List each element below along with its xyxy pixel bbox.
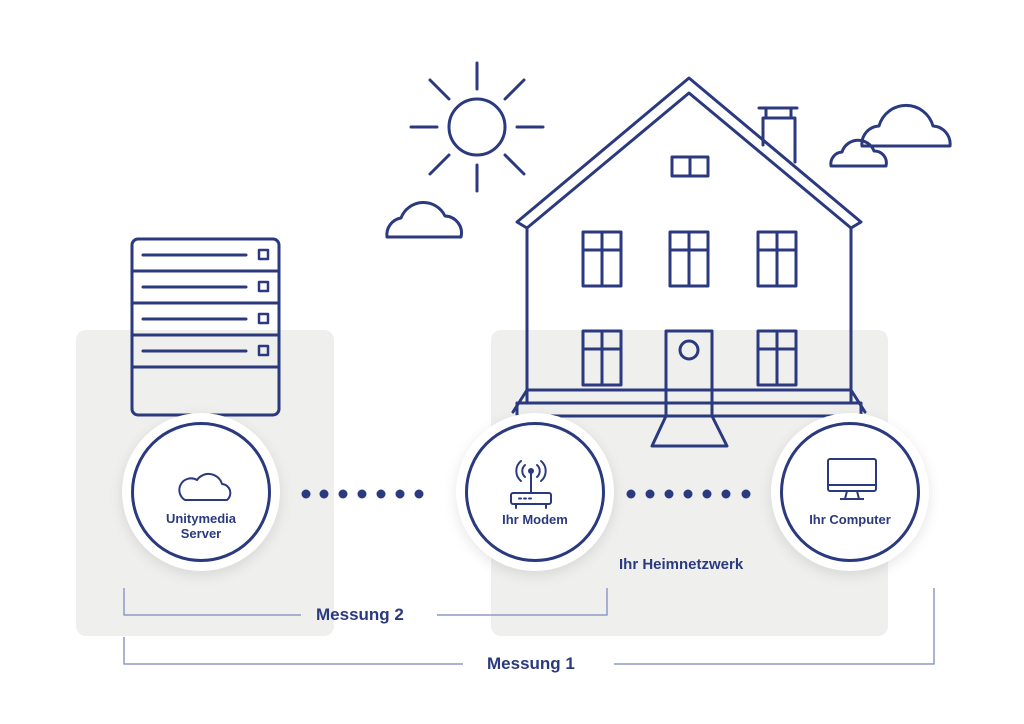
monitor-icon — [827, 458, 877, 500]
measure2-bracket-right — [437, 588, 608, 616]
modem-node: Ihr Modem — [465, 422, 605, 562]
server-node: Unitymedia Server — [131, 422, 271, 562]
server-rack-icon — [130, 237, 281, 417]
router-icon — [510, 460, 552, 509]
measurement-1-label: Messung 1 — [487, 654, 575, 673]
server-label-line1: Unitymedia — [165, 511, 237, 526]
modem-label: Ihr Modem — [502, 512, 568, 527]
sun-icon — [409, 61, 545, 193]
connection-dots — [301, 489, 751, 499]
cloud-icon — [860, 103, 952, 148]
server-label-line2: Server — [180, 526, 222, 541]
home-network-label: Ihr Heimnetzwerk — [619, 556, 744, 573]
computer-node: Ihr Computer — [780, 422, 920, 562]
measure1-bracket-left — [123, 637, 463, 665]
measurement-brackets — [123, 588, 935, 665]
house-icon — [511, 76, 867, 448]
cloud-icon — [829, 138, 888, 168]
cloud-icon — [385, 201, 463, 239]
measurement-2-label: Messung 2 — [316, 605, 404, 624]
computer-label: Ihr Computer — [809, 512, 891, 527]
measure2-bracket-left — [123, 588, 301, 616]
measure1-bracket-right — [614, 588, 935, 665]
cloud-icon — [178, 472, 232, 501]
